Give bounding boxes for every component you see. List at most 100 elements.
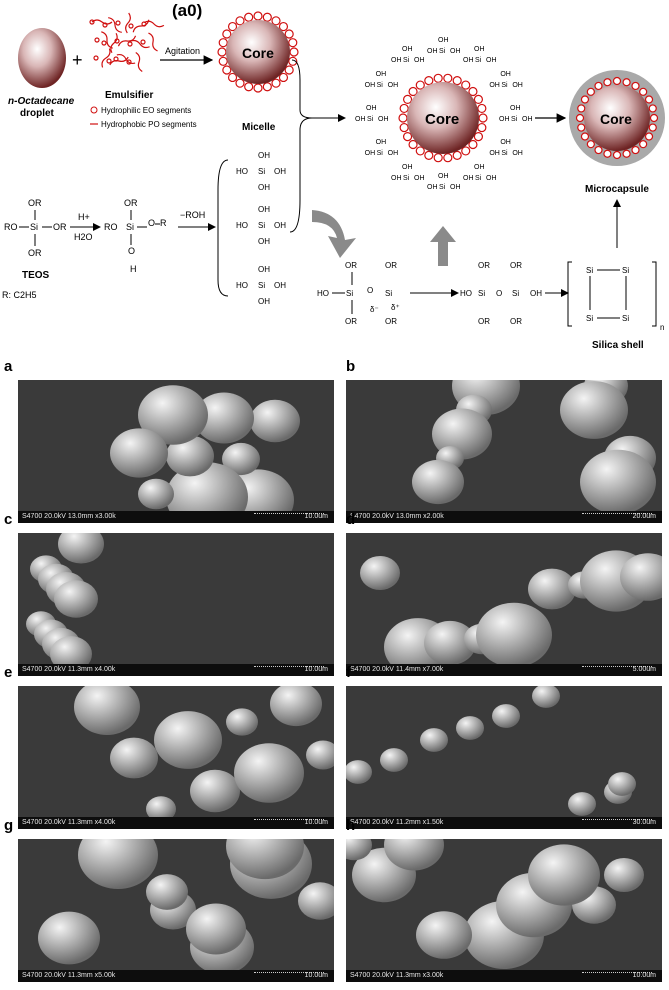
sem-image-g: S4700 20.0kV 11.3mm x5.00k 10.0um <box>18 839 334 982</box>
svg-text:OH: OH <box>391 175 402 182</box>
svg-text:OH: OH <box>376 139 387 146</box>
svg-text:Si: Si <box>126 222 134 232</box>
svg-text:OR: OR <box>385 261 397 270</box>
svg-text:OR: OR <box>124 198 138 208</box>
svg-text:Si: Si <box>475 175 482 182</box>
sem-info-bar: S4700 20.0kV 11.3mm x5.00k 10.0um <box>18 970 334 982</box>
h-plus-label: H+ <box>78 212 90 222</box>
center-core-label: Core <box>425 111 459 128</box>
svg-text:Si: Si <box>475 57 482 64</box>
svg-text:OR: OR <box>28 198 42 208</box>
condensation-mechanism: OR HO Si O OR Si OR OR δ⁻ δ⁺ <box>317 261 400 326</box>
svg-text:OR: OR <box>478 317 490 326</box>
svg-text:O: O <box>496 289 502 298</box>
svg-text:OH: OH <box>500 71 511 78</box>
disiloxane: OR OR HO Si O Si OH OR OR <box>460 261 542 326</box>
svg-text:RO: RO <box>4 222 18 232</box>
svg-text:OH: OH <box>365 82 376 89</box>
teos-label: TEOS <box>22 270 50 281</box>
svg-text:OH: OH <box>355 116 366 123</box>
sem-scale-text: 10.0um <box>304 972 328 979</box>
sem-scale-text: 30.0um <box>632 819 656 826</box>
svg-text:Si: Si <box>586 314 593 323</box>
svg-text:OH: OH <box>274 281 286 290</box>
svg-text:OH: OH <box>474 46 485 53</box>
sem-info-text: S4700 20.0kV 11.3mm x4.00k <box>22 666 116 673</box>
scale-ticks <box>582 666 652 670</box>
sem-info-text: S4700 20.0kV 11.3mm x5.00k <box>22 972 116 979</box>
scale-ticks <box>254 819 324 823</box>
grey-up-arrow <box>430 226 456 266</box>
svg-text:OH: OH <box>388 82 399 89</box>
sem-scale-text: 5.00um <box>632 666 656 673</box>
svg-text:RO: RO <box>104 222 118 232</box>
svg-text:Si: Si <box>478 289 485 298</box>
sem-panel-label: g <box>4 817 14 834</box>
svg-text:OH: OH <box>450 48 461 55</box>
sem-scale-text: 10.0um <box>304 819 328 826</box>
svg-text:δ⁺: δ⁺ <box>391 303 400 312</box>
svg-text:OH: OH <box>438 173 449 180</box>
sem-panel-label: d <box>346 511 356 528</box>
sem-scale-text: 20.0um <box>632 513 656 520</box>
svg-text:OH: OH <box>366 105 377 112</box>
svg-text:OR: OR <box>345 317 357 326</box>
minus-roh-label: −ROH <box>180 210 205 220</box>
svg-text:Si: Si <box>586 266 593 275</box>
scale-ticks <box>254 666 324 670</box>
svg-text:HO: HO <box>317 289 329 298</box>
svg-text:OH: OH <box>463 57 474 64</box>
svg-text:Si: Si <box>258 167 265 176</box>
svg-text:OR: OR <box>510 317 522 326</box>
svg-text:O: O <box>148 218 155 228</box>
svg-text:OR: OR <box>385 317 397 326</box>
svg-text:n: n <box>660 323 664 332</box>
svg-text:R: R <box>160 218 167 228</box>
sem-info-bar: S4700 20.0kV 11.2mm x1.50k 30.0um <box>346 817 662 829</box>
svg-text:O: O <box>367 286 373 295</box>
svg-text:OH: OH <box>402 46 413 53</box>
silica-shell-label: Silica shell <box>592 340 644 351</box>
svg-text:Si: Si <box>439 184 446 191</box>
svg-text:Si: Si <box>385 289 392 298</box>
svg-text:OH: OH <box>500 139 511 146</box>
svg-text:OR: OR <box>478 261 490 270</box>
emulsifier-molecules <box>89 12 165 72</box>
svg-text:OH: OH <box>512 82 523 89</box>
grey-curved-arrow <box>312 210 356 258</box>
svg-text:OR: OR <box>345 261 357 270</box>
svg-text:Si: Si <box>377 150 384 157</box>
sem-panel-label: e <box>4 664 13 681</box>
svg-text:OH: OH <box>499 116 510 123</box>
sem-panel-label: b <box>346 358 356 375</box>
svg-text:OH: OH <box>258 297 270 306</box>
svg-text:Si: Si <box>622 314 629 323</box>
svg-text:OH: OH <box>402 164 413 171</box>
scale-ticks <box>582 819 652 823</box>
svg-text:OH: OH <box>463 175 474 182</box>
sem-info-text: S4700 20.0kV 11.2mm x1.50k <box>350 819 444 826</box>
svg-text:Si: Si <box>377 82 384 89</box>
svg-text:Si: Si <box>622 266 629 275</box>
sem-scale-text: 10.0um <box>632 972 656 979</box>
sem-panel-label: a <box>4 358 13 375</box>
svg-text:OR: OR <box>510 261 522 270</box>
svg-text:Si: Si <box>403 57 410 64</box>
svg-text:Si: Si <box>439 48 446 55</box>
svg-text:OH: OH <box>438 37 449 44</box>
sem-panel-label: c <box>4 511 13 528</box>
svg-text:OH: OH <box>427 48 438 55</box>
svg-text:HO: HO <box>236 281 248 290</box>
svg-text:OH: OH <box>274 221 286 230</box>
scale-ticks <box>254 513 324 517</box>
eo-legend-icon <box>90 106 98 114</box>
micelle: Core <box>217 11 299 93</box>
